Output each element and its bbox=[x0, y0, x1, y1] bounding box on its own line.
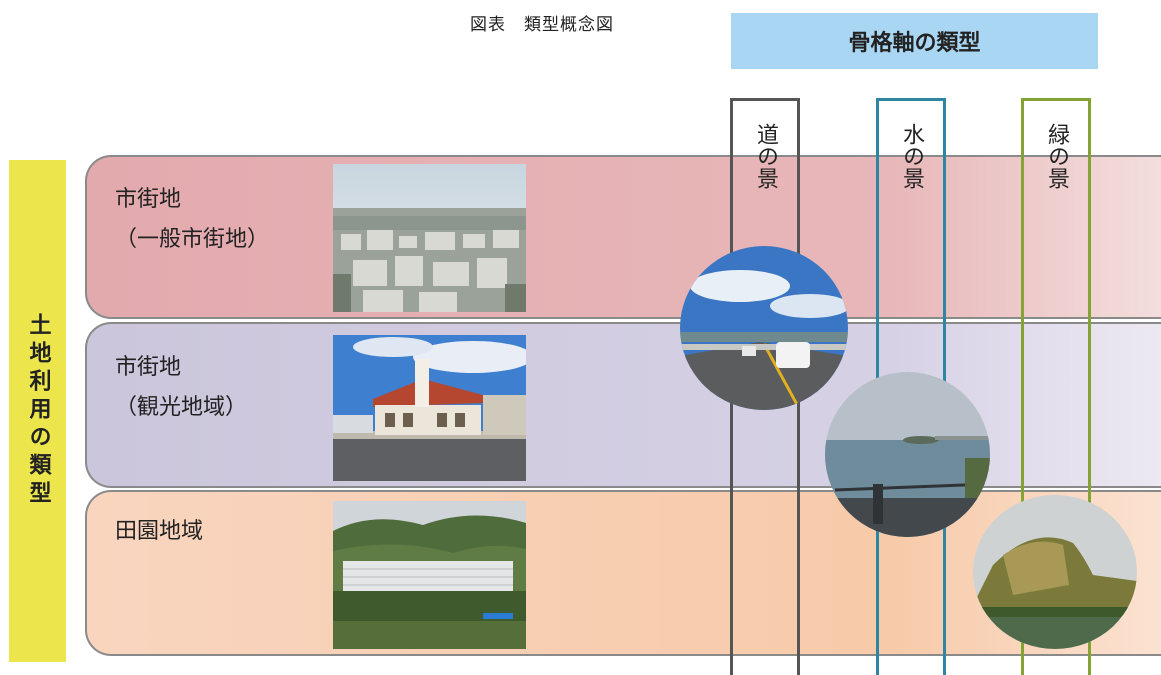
band-label-line2: （一般市街地） bbox=[115, 227, 270, 252]
band-label-line1: 市街地 bbox=[115, 187, 182, 212]
column-water-label: 水の景 bbox=[899, 123, 924, 189]
column-green: 緑の景 bbox=[1021, 98, 1091, 675]
band-label-line1: 田園地域 bbox=[115, 519, 204, 544]
band-label-rural: 田園地域 bbox=[115, 512, 203, 552]
waterfront-photo bbox=[825, 372, 990, 537]
axis-type-header: 骨格軸の類型 bbox=[731, 13, 1098, 69]
figure-title: 図表 類型概念図 bbox=[470, 15, 614, 35]
landuse-type-header-text: 土地利用の類型 bbox=[25, 313, 51, 509]
column-green-label: 緑の景 bbox=[1044, 123, 1069, 189]
axis-type-header-text: 骨格軸の類型 bbox=[848, 31, 981, 56]
landuse-type-header: 土地利用の類型 bbox=[9, 160, 66, 662]
green-hill-photo bbox=[973, 495, 1137, 649]
band-label-urban-general: 市街地 （一般市街地） bbox=[115, 180, 269, 260]
farmland-greenhouse-photo bbox=[333, 501, 526, 649]
band-label-line1: 市街地 bbox=[115, 355, 182, 380]
band-label-urban-tourist: 市街地 （観光地域） bbox=[115, 348, 247, 428]
urban-cityscape-photo bbox=[333, 164, 526, 312]
band-label-line2: （観光地域） bbox=[115, 395, 248, 420]
tourist-building-photo bbox=[333, 335, 526, 481]
column-road-label: 道の景 bbox=[753, 123, 778, 189]
road-bridge-photo bbox=[680, 246, 848, 410]
band-urban-general bbox=[85, 155, 1161, 319]
